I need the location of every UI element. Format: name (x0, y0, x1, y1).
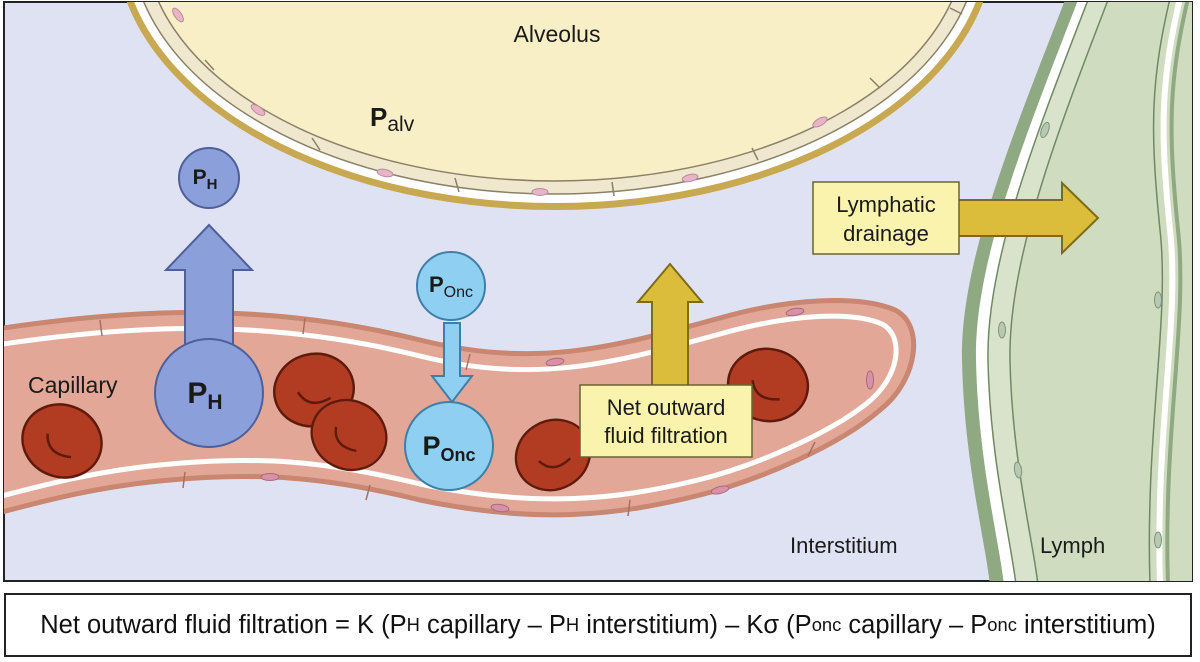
interstitium-label: Interstitium (790, 533, 898, 558)
equation-lhs: Net outward fluid filtration = K (P (40, 610, 407, 639)
capillary-oncotic-sub: Onc (441, 445, 476, 465)
interstitial-hydrostatic-p: P (193, 166, 207, 189)
capillary-hydrostatic-label: PH (187, 377, 222, 414)
capillary-hydrostatic-sub: H (207, 391, 222, 414)
interstitial-oncotic-circle (416, 251, 486, 321)
interstitial-oncotic-sub: Onc (444, 284, 473, 301)
alveolar-pressure-label: Palv (370, 102, 415, 136)
equation-term-capillary-1: capillary – P (419, 610, 566, 639)
capillary-hydrostatic-p: P (187, 377, 207, 410)
interstitial-oncotic-label: POnc (429, 272, 473, 301)
equation-term-capillary-2: capillary – P (841, 610, 988, 639)
lymph-vessel (961, 2, 1192, 581)
equation-term-interstitium-2: interstitium) (1016, 610, 1156, 639)
interstitial-oncotic-p: P (429, 272, 444, 297)
net-filtration-label-box (579, 384, 753, 458)
alveolus-label: Alveolus (514, 21, 601, 47)
lymphatic-drainage-label-line1: Lymphatic (836, 192, 935, 217)
capillary-oncotic-p: P (422, 431, 440, 461)
capillary-label: Capillary (28, 372, 118, 398)
equation-term-interstitium-1: interstitium) – Kσ (P (579, 610, 812, 639)
capillary-oncotic-circle (404, 401, 494, 491)
alveolus (126, 2, 984, 210)
capillary-oncotic-label: POnc (422, 431, 475, 465)
interstitial-hydrostatic-circle (178, 147, 240, 209)
lymphatic-drainage-label-line2: drainage (843, 221, 929, 246)
net-filtration-label-line1: Net outward (607, 395, 726, 420)
oncotic-pressure-arrow (429, 322, 475, 404)
interstitial-hydrostatic-sub: H (207, 176, 218, 193)
lymph-label: Lymph (1040, 533, 1105, 558)
net-filtration-label-line2: fluid filtration (604, 423, 728, 448)
interstitial-hydrostatic-label: PH (193, 166, 218, 193)
lymphatic-drainage-arrow (954, 180, 1100, 256)
capillary-hydrostatic-circle (154, 338, 264, 448)
alveolar-pressure-p: P (370, 102, 387, 132)
net-filtration-arrow (635, 262, 705, 391)
lymphatic-drainage-label-box (812, 181, 960, 255)
alveolar-pressure-sub: alv (387, 113, 414, 136)
